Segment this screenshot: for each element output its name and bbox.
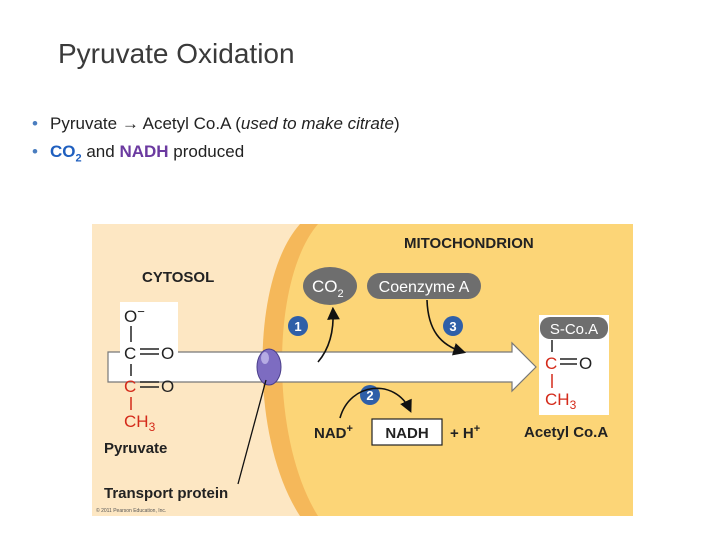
- pyruvate-label: Pyruvate: [104, 440, 167, 457]
- bullet2-co2-text: CO: [50, 142, 76, 161]
- transport-protein-highlight: [261, 352, 269, 364]
- step-3-badge: [443, 316, 463, 336]
- transport-protein-leader: [237, 379, 267, 485]
- acetyl-ch3: CH3: [545, 390, 577, 412]
- bullet2-and: and: [81, 142, 120, 161]
- bullet1-close: ): [393, 114, 400, 133]
- mitochondrion-label: MITOCHONDRION: [404, 235, 534, 252]
- co2-release-arrow: [317, 306, 340, 363]
- pyruvate-o1: O: [161, 344, 174, 363]
- acetyl-coa-label: Acetyl Co.A: [524, 424, 608, 441]
- step-1-badge: [288, 316, 308, 336]
- coenzyme-a-pill: [367, 273, 481, 299]
- main-reaction-arrow: [107, 341, 537, 393]
- acetyl-o: O: [579, 354, 592, 373]
- pyruvate-c2: C: [124, 377, 136, 396]
- nadh-label: NADH: [385, 425, 428, 442]
- bullet-dot: •: [32, 114, 38, 133]
- nad-plus-label: NAD+: [314, 423, 353, 442]
- bullet1-italic: used to make citrate: [240, 114, 394, 133]
- h-plus-label: + H+: [450, 423, 480, 442]
- pyruvate-o-minus: O−: [124, 304, 145, 326]
- pyruvate-ch3: CH3: [124, 412, 156, 434]
- slide-title: Pyruvate Oxidation: [58, 38, 295, 69]
- bullet2-nadh: NADH: [119, 142, 169, 161]
- copyright-notice: © 2011 Pearson Education, Inc.: [96, 507, 166, 514]
- nadh-box: [371, 418, 443, 446]
- bullet-pyruvate: • Pyruvate → Acetyl Co.A (used to make ci…: [32, 110, 400, 138]
- pyruvate-c1: C: [124, 344, 136, 363]
- step-3-number: 3: [449, 319, 456, 334]
- bullet-list: • Pyruvate → Acetyl Co.A (used to make ci…: [32, 110, 400, 166]
- co2-label: CO2: [312, 277, 344, 300]
- s-coa-label: S-Co.A: [550, 321, 598, 338]
- bullet1-acetyl: Acetyl Co.A (: [138, 114, 241, 133]
- bullet2-co2: CO2: [50, 142, 82, 165]
- nad-reduction-arrow: [339, 387, 412, 419]
- bullet1-pyruvate: Pyruvate: [50, 114, 118, 133]
- step-2-number: 2: [366, 388, 373, 403]
- bullet-dot: •: [32, 142, 38, 161]
- bullet2-co2-sub: 2: [75, 152, 82, 165]
- bullet-products: • CO2 and NADH produced: [32, 138, 400, 166]
- coenzyme-a-label: Coenzyme A: [379, 279, 470, 296]
- bullet2-rest: produced: [168, 142, 245, 161]
- transport-protein: [256, 348, 282, 386]
- right-arrow-icon: →: [121, 114, 139, 133]
- pyruvate-white-box: [120, 302, 178, 366]
- co2-blob: [303, 267, 357, 305]
- s-coa-pill: [540, 317, 608, 339]
- coenzyme-a-arrow: [426, 299, 467, 356]
- acetyl-c: C: [545, 354, 557, 373]
- cytosol-label: CYTOSOL: [142, 269, 214, 286]
- step-1-number: 1: [294, 319, 301, 334]
- pyruvate-o2: O: [161, 377, 174, 396]
- transport-protein-label: Transport protein: [104, 485, 228, 502]
